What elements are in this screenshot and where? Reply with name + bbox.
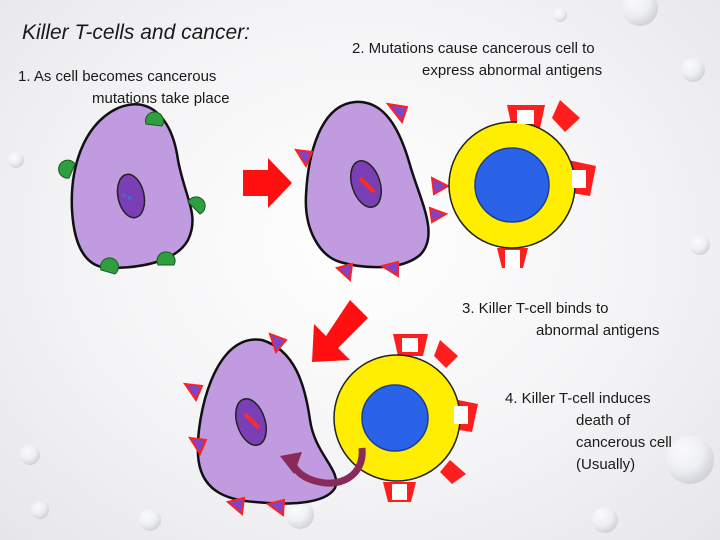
receptor-slot [392, 484, 407, 500]
abnormal-antigen [294, 148, 314, 169]
water-drop [20, 445, 40, 465]
abnormal-antigen [385, 102, 409, 125]
water-drop [553, 8, 567, 22]
abnormal-antigen [182, 382, 204, 403]
water-drop [592, 507, 618, 533]
cancer-cell-2 [182, 332, 338, 517]
water-drop [666, 436, 714, 484]
abnormal-antigen [265, 498, 286, 517]
step-4-line-4: (Usually) [576, 456, 636, 473]
receptor-slot [402, 338, 418, 352]
step-3-line-2: abnormal antigens [536, 322, 660, 339]
abnormal-antigen [225, 496, 246, 516]
water-drop [31, 501, 49, 519]
water-drop [681, 58, 705, 82]
step-2-line-1: 2. Mutations cause cancerous cell to [352, 40, 595, 57]
killer-t-cell-1 [448, 100, 596, 268]
step-1-line-2: mutations take place [92, 90, 230, 107]
abnormal-antigen [188, 436, 208, 457]
cell-mutating: »» [58, 103, 206, 275]
water-drop [690, 235, 710, 255]
step-4-line-2: death of [576, 412, 631, 429]
water-drop [286, 501, 314, 529]
progress-arrow-right [243, 158, 292, 208]
cell-body [196, 338, 338, 505]
step-4-caption: 4. Killer T-cell induces death of cancer… [505, 388, 705, 476]
step-3-caption: 3. Killer T-cell binds to abnormal antig… [462, 298, 692, 342]
water-drop [8, 152, 24, 168]
abnormal-antigen [428, 206, 449, 224]
nucleus [116, 173, 146, 219]
t-cell-receptor [552, 100, 580, 132]
water-drop [622, 0, 658, 26]
step-4-line-3: cancerous cell [576, 434, 672, 451]
receptor-slot [517, 110, 534, 124]
progress-arrow-diagonal [312, 300, 368, 362]
t-cell-nucleus [361, 384, 429, 452]
normal-antigen [156, 251, 176, 266]
background-drops [8, 0, 714, 533]
water-drop [139, 509, 161, 531]
step-2-caption: 2. Mutations cause cancerous cell to exp… [352, 38, 652, 82]
normal-antigen [99, 257, 119, 275]
abnormal-antigen [430, 176, 451, 196]
receptor-slot [572, 170, 586, 188]
t-cell-nucleus [474, 147, 550, 223]
step-4-line-1: 4. Killer T-cell induces [505, 390, 651, 407]
t-cell-receptor [440, 460, 466, 484]
step-1-caption: 1. As cell becomes cancerous mutations t… [18, 66, 258, 110]
chromosome-mark: »» [119, 189, 135, 204]
abnormal-antigen [334, 262, 354, 283]
cancer-cell-1 [294, 100, 451, 283]
death-signal-arrow [280, 447, 366, 487]
step-1-line-1: 1. As cell becomes cancerous [18, 68, 217, 85]
receptor-slot [454, 406, 468, 424]
t-cell-receptor [434, 340, 458, 368]
mutation-mark [358, 176, 376, 194]
abnormal-antigen [268, 332, 288, 355]
normal-antigen [58, 159, 76, 179]
normal-antigen [145, 111, 164, 127]
abnormal-antigen [379, 260, 399, 278]
receptor-slot [505, 250, 520, 268]
step-2-line-2: express abnormal antigens [422, 62, 603, 79]
death-arrow-head [280, 452, 302, 474]
mutation-mark [243, 412, 261, 430]
normal-antigen [187, 196, 206, 215]
step-3-line-1: 3. Killer T-cell binds to [462, 300, 609, 317]
slide-title: Killer T-cells and cancer: [22, 21, 250, 44]
